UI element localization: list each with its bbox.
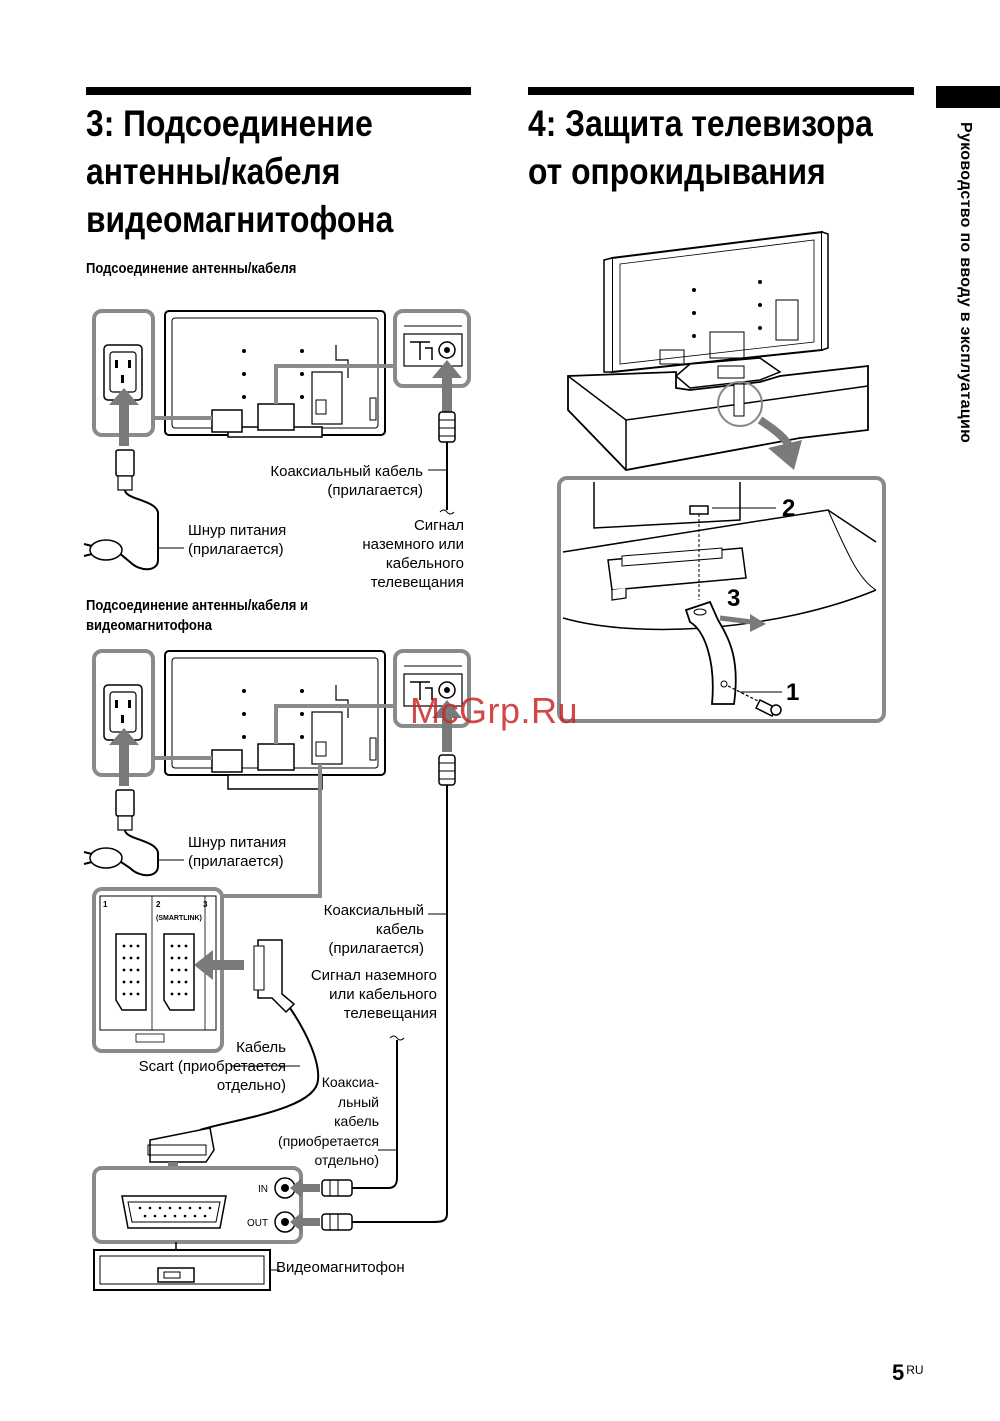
- d2-power-cord: [83, 789, 184, 877]
- watermark: McGrp.Ru: [410, 690, 579, 731]
- d2-scart-label-line1: Кабель: [236, 1039, 286, 1056]
- strap-detail-callout: 2 3 1: [557, 476, 886, 723]
- d1-power-cord-label: Шнур питания (прилагается): [188, 521, 286, 559]
- page-language-code: RU: [906, 1363, 924, 1377]
- section3-title-line2: антенны/кабеля: [86, 151, 341, 192]
- port-2-number: 2: [156, 900, 161, 909]
- d2-signal-label-line1: Сигнал наземного: [310, 967, 437, 984]
- d2-signal-label-line3: телевещания: [343, 1005, 437, 1022]
- d2-power-label-line2: (прилагается): [188, 853, 284, 870]
- diagram2-subtitle-line2: видеомагнитофона: [86, 618, 213, 634]
- section3-title: 3: Подсоединение антенны/кабеля видеомаг…: [86, 100, 393, 244]
- d1-signal-label-line4: телевещания: [370, 574, 464, 591]
- vcr-device: [93, 1242, 280, 1291]
- d2-coax-plug: [352, 754, 456, 1223]
- d2-coax2-label-line4: (приобретается: [278, 1132, 379, 1149]
- port-3-number: 3: [203, 900, 208, 909]
- d2-coax-label-line2: кабель: [375, 921, 424, 938]
- d2-scart-label-line3: отдельно): [216, 1077, 286, 1094]
- step-3-number: 3: [727, 585, 740, 612]
- vcr-out-label: OUT: [247, 1218, 268, 1229]
- d1-power-label-line2: (прилагается): [188, 541, 284, 558]
- d1-coax-arrow: [432, 360, 462, 412]
- section4-title-line1: 4: Защита телевизора: [528, 103, 873, 144]
- d1-coax-cable-label: Коаксиальный кабель (прилагается): [270, 462, 423, 500]
- section4-title: 4: Защита телевизора от опрокидывания: [528, 100, 873, 196]
- d2-coax2-label-line2: льный: [337, 1093, 379, 1110]
- d2-coax2-label-line3: кабель: [334, 1113, 379, 1129]
- d1-coax-label-line2: (прилагается): [327, 482, 423, 499]
- d1-coax-label-line1: Коаксиальный кабель: [270, 463, 423, 480]
- d2-callout-lines: [153, 704, 395, 898]
- page-number-value: 5: [892, 1360, 905, 1385]
- d2-coax-label-line1: Коаксиальный: [323, 902, 424, 919]
- section3-rule: [86, 87, 471, 95]
- step-1-number: 1: [786, 679, 799, 706]
- d2-scart-label-line2: Scart (приобретается: [138, 1058, 286, 1075]
- d2-signal-label-line2: или кабельного: [329, 986, 437, 1003]
- vcr-in-label: IN: [258, 1184, 268, 1195]
- d2-scart-cable-label: Кабель Scart (приобретается отдельно): [139, 1038, 286, 1095]
- port-1-number: 1: [103, 900, 108, 909]
- step-2-number: 2: [782, 495, 795, 522]
- d2-coax2-cable-label: Коаксиа- льный кабель (приобретается отд…: [278, 1073, 379, 1171]
- d2-power-label-line1: Шнур питания: [188, 834, 287, 851]
- side-tab-marker: [936, 86, 1000, 108]
- d2-vcr-rf-arrows: [290, 1035, 405, 1232]
- d2-scart-plug-upper: [199, 939, 320, 1131]
- d2-power-cord-label: Шнур питания (прилагается): [188, 833, 286, 871]
- d2-scart-arrow: [194, 950, 244, 980]
- d2-vcr-panel: IN OUT: [92, 1166, 303, 1244]
- side-tab-text: Руководство по вводу в эксплуатацию: [957, 122, 974, 444]
- d2-signal-label: Сигнал наземного или кабельного телевеща…: [311, 966, 437, 1023]
- d1-power-arrow: [109, 388, 139, 446]
- d1-signal-label-line1: Сигнал: [413, 517, 464, 534]
- d2-scart-panel: 1 2 3 (SMARTLINK): [92, 887, 224, 1053]
- section4-title-line2: от опрокидывания: [528, 151, 826, 192]
- d2-coax-arrow: [432, 700, 462, 752]
- d1-callout-lines: [153, 364, 395, 420]
- section4-rule: [528, 87, 914, 95]
- vcr-label: Видеомагнитофон: [276, 1259, 405, 1276]
- d1-power-socket-callout: [92, 309, 155, 437]
- d2-coax2-label-line1: Коаксиа-: [321, 1074, 379, 1090]
- d1-power-cord: [83, 449, 184, 571]
- d2-power-arrow: [109, 728, 139, 786]
- d2-coax-cable-label: Коаксиальный кабель (прилагается): [324, 901, 424, 958]
- d1-signal-label: Сигнал наземного или кабельного телевеща…: [362, 516, 464, 592]
- d1-coax-plug: [428, 411, 456, 515]
- d1-power-label-line1: Шнур питания: [188, 522, 287, 539]
- smartlink-label: (SMARTLINK): [156, 915, 202, 922]
- d2-coax2-label-line5: отдельно): [314, 1152, 379, 1168]
- diagram1-subtitle: Подсоединение антенны/кабеля: [86, 261, 297, 277]
- tv-on-stand-illustration: [567, 230, 869, 471]
- d1-signal-label-line2: наземного или: [362, 536, 464, 553]
- diagram2-subtitle-line1: Подсоединение антенны/кабеля и: [86, 598, 309, 614]
- diagram2-subtitle: Подсоединение антенны/кабеля и видеомагн…: [86, 596, 308, 636]
- d1-signal-label-line3: кабельного: [385, 555, 464, 572]
- section3-title-line3: видеомагнитофона: [86, 199, 394, 240]
- section3-title-line1: 3: Подсоединение: [86, 103, 373, 144]
- d2-coax-label-line3: (прилагается): [328, 940, 424, 957]
